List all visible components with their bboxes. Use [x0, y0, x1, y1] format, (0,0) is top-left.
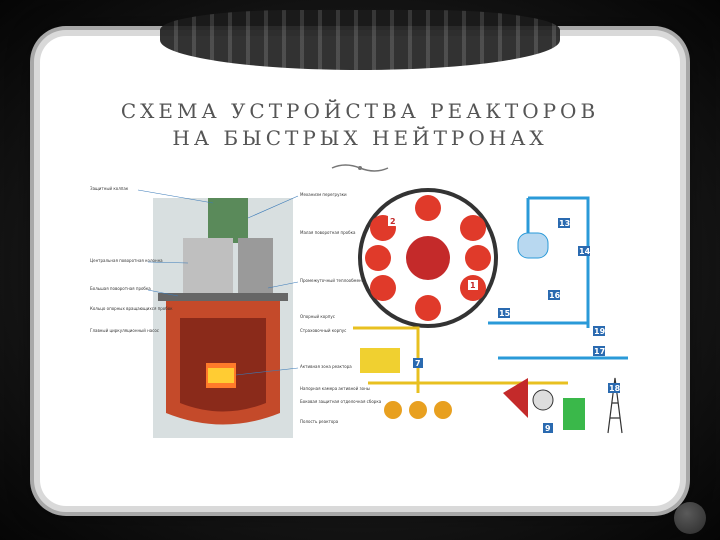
reactor-label: Напорная камера активной зоны [300, 386, 370, 391]
steam-generator [517, 232, 549, 259]
turbine [503, 378, 528, 418]
reactor-label: Полость реактора [300, 419, 339, 424]
title-divider-ornament [331, 164, 389, 172]
reactor-label: Боковая защитная отделочная сборка [300, 399, 382, 404]
circuit-number: 13 [559, 219, 570, 228]
reactor-label: Опорный корпус [300, 314, 335, 319]
circuit-number: 2 [390, 217, 396, 226]
circuit-number: 9 [545, 424, 551, 433]
reactor-label: Промежуточный теплообменник [300, 278, 370, 283]
reactor-label: Активная зона реактора [300, 364, 352, 369]
title-line-2: НА БЫСТРЫХ НЕЙТРОНАХ [172, 126, 548, 150]
reactor-label: Малая поворотная пробка [300, 230, 356, 235]
tank [360, 348, 400, 373]
circuit-number: 14 [579, 247, 591, 256]
reactor-label: Большая поворотная пробка [90, 286, 151, 291]
circuit-number: 19 [594, 327, 606, 336]
circuit-number: 15 [499, 309, 511, 318]
top-ornament [160, 10, 560, 70]
circuit-number: 18 [609, 384, 621, 393]
power-tower [607, 377, 623, 434]
reactor-cutaway [153, 198, 293, 438]
reactor-label: Страховочный корпус [300, 328, 346, 333]
pumps [384, 401, 452, 419]
reactor-label: Центральная поворотная колонна [90, 258, 163, 263]
reactor-diagram-image: Защитный колпак Центральная поворотная к… [88, 178, 634, 440]
smiley-icon [674, 502, 706, 534]
leader-lines [137, 189, 299, 376]
circuit-number: 1 [470, 281, 476, 290]
slide-title: СХЕМА УСТРОЙСТВА РЕАКТОРОВ НА БЫСТРЫХ НЕ… [0, 98, 720, 152]
circuit-number: 17 [594, 347, 605, 356]
feed-circuit [353, 326, 568, 393]
reactor-label: Главный циркуляционный насос [90, 328, 159, 333]
reactor-label: Кольцо опорных вращающихся пробок [90, 306, 173, 311]
circuit-number-labels: 2 1 13 14 16 15 19 17 18 9 7 [388, 216, 621, 433]
primary-circuit [358, 188, 498, 328]
circuit-number: 7 [415, 359, 421, 368]
reactor-label-column-left: Защитный колпак Центральная поворотная к… [90, 186, 173, 333]
condenser [563, 398, 585, 430]
reactor-label: Механизм перегрузки [300, 192, 347, 197]
circuit-number: 16 [549, 291, 561, 300]
generator [532, 389, 554, 411]
reactor-label-column-right: Механизм перегрузки Малая поворотная про… [300, 192, 382, 424]
title-line-1: СХЕМА УСТРОЙСТВА РЕАКТОРОВ [120, 99, 600, 123]
reactor-label: Защитный колпак [90, 186, 129, 191]
